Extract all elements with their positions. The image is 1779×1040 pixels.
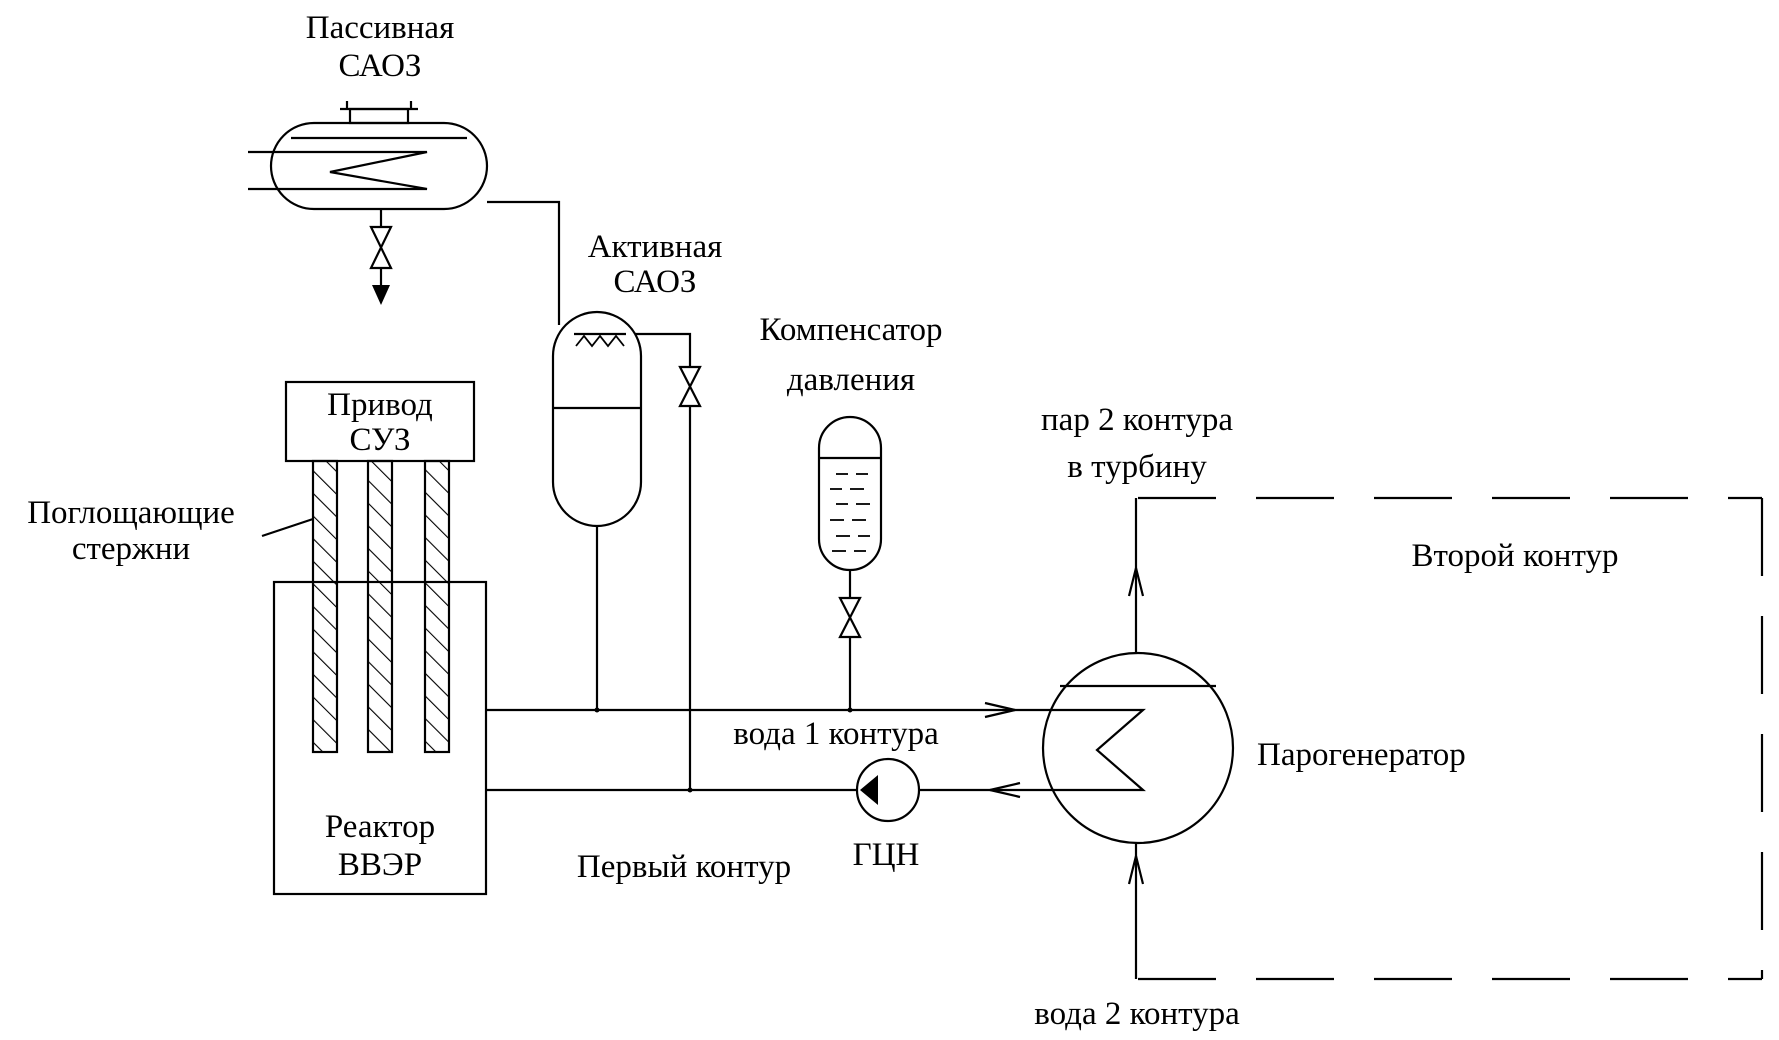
svg-text:Компенсатор: Компенсатор bbox=[760, 312, 943, 348]
passive-to-active-pipe bbox=[487, 200, 561, 325]
absorber-rods bbox=[311, 459, 451, 754]
svg-text:Пассивная: Пассивная bbox=[306, 10, 455, 46]
pressurizer bbox=[817, 415, 883, 710]
main-circulation-pump bbox=[855, 757, 921, 823]
svg-text:Реактор: Реактор bbox=[325, 809, 435, 845]
hot-leg-pipe bbox=[486, 701, 1045, 719]
absorber-rods-label: Поглощающие стержни bbox=[27, 495, 235, 567]
second-circuit-label: Второй контур bbox=[1412, 538, 1619, 574]
steam-generator-label: Парогенератор bbox=[1257, 737, 1466, 773]
svg-text:пар 2 контура: пар 2 контура bbox=[1041, 402, 1233, 438]
svg-text:Активная: Активная bbox=[588, 229, 723, 265]
water-1-label: вода 1 контура bbox=[733, 716, 939, 752]
svg-text:Привод: Привод bbox=[327, 387, 433, 423]
steam-outlet-line bbox=[1127, 498, 1145, 653]
active-saoz-tank bbox=[551, 310, 702, 790]
absorber-rods-leader bbox=[261, 517, 314, 538]
svg-text:давления: давления bbox=[787, 362, 915, 398]
active-saoz-label: Активная САОЗ bbox=[588, 229, 723, 300]
feedwater-inlet-line bbox=[1127, 843, 1145, 979]
mcp-label: ГЦН bbox=[853, 837, 920, 873]
svg-text:в турбину: в турбину bbox=[1067, 449, 1207, 485]
passive-saoz-tank bbox=[248, 101, 489, 305]
steam-generator bbox=[1041, 651, 1235, 845]
reactor-vessel: Реактор ВВЭР bbox=[272, 580, 488, 896]
svg-text:САОЗ: САОЗ bbox=[339, 48, 422, 84]
pressurizer-label: Компенсатор давления bbox=[760, 312, 943, 398]
svg-text:Поглощающие: Поглощающие bbox=[27, 495, 235, 531]
secondary-circuit-dashed-loop bbox=[1138, 496, 1764, 981]
water-2-label: вода 2 контура bbox=[1034, 996, 1240, 1032]
cps-drive: Привод СУЗ bbox=[284, 380, 476, 463]
svg-text:САОЗ: САОЗ bbox=[614, 264, 697, 300]
cold-leg-pipe bbox=[486, 781, 1052, 799]
first-circuit-label: Первый контур bbox=[577, 849, 791, 885]
svg-text:СУЗ: СУЗ bbox=[349, 422, 410, 458]
passive-saoz-label: Пассивная САОЗ bbox=[306, 10, 455, 84]
svg-text:ВВЭР: ВВЭР bbox=[338, 847, 422, 883]
steam-out-label: пар 2 контура в турбину bbox=[1041, 402, 1233, 485]
svg-text:стержни: стержни bbox=[72, 531, 190, 567]
